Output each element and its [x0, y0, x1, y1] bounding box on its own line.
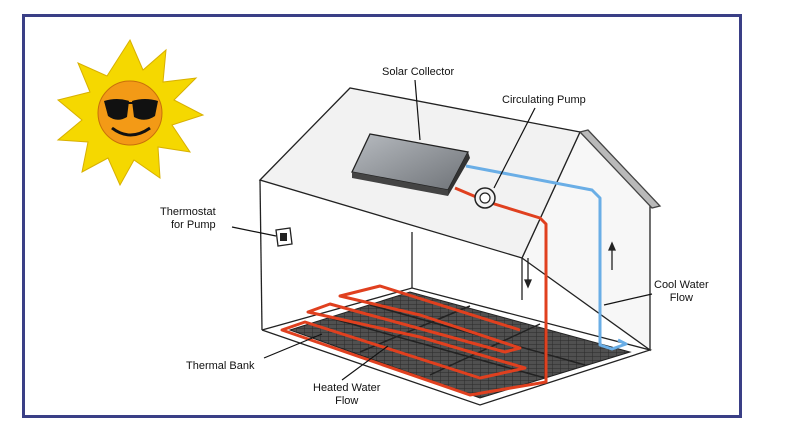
flow-down-arrow-icon: [524, 258, 532, 289]
heated-water-label-line1: Heated Water: [313, 382, 381, 394]
cool-water-flow-label: Cool Water Flow: [654, 279, 709, 305]
heated-water-flow-label: Heated Water Flow: [313, 382, 380, 408]
cool-water-label-line2: Flow: [669, 292, 693, 304]
thermostat-label: Thermostat for Pump: [160, 206, 216, 232]
solar-collector-panel: [351, 133, 470, 196]
cool-water-label-line1: Cool Water: [654, 279, 709, 291]
thermal-bank-label: Thermal Bank: [186, 360, 255, 372]
sun-with-sunglasses-icon: [56, 38, 205, 187]
thermostat-label-line2: for Pump: [171, 219, 216, 231]
thermostat-label-line1: Thermostat: [160, 206, 216, 218]
diagram-frame: [22, 14, 742, 418]
leader-lines: [231, 79, 653, 381]
heated-water-label-line2: Flow: [335, 395, 359, 407]
flow-up-arrow-icon: [608, 241, 616, 270]
solar-collector-label: Solar Collector: [382, 66, 455, 78]
thermostat-icon: [275, 227, 293, 247]
heated-water-pipe: [280, 186, 548, 397]
cool-water-pipe: [465, 164, 628, 351]
circulating-pump-label: Circulating Pump: [502, 94, 586, 106]
circulating-pump-icon: [474, 187, 496, 209]
